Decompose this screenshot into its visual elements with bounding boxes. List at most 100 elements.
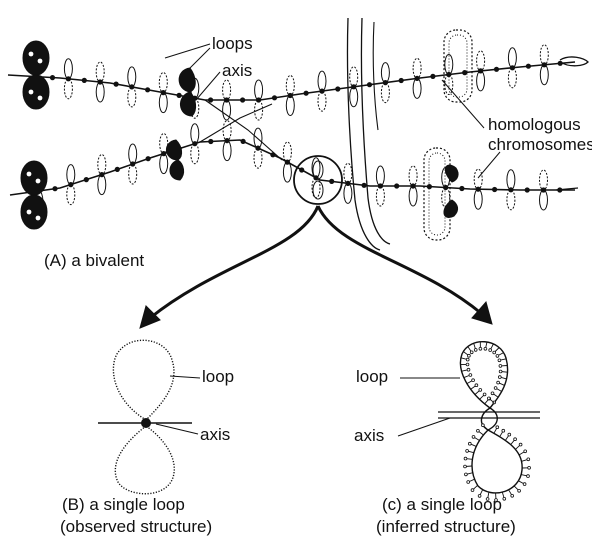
upper-axis-bead [240,97,245,102]
upper-lateral-loop [128,87,136,107]
upper-lateral-loop [64,59,72,79]
axis-label-a: axis [222,61,252,80]
panel-c-caption-1: (c) a single loop [382,495,502,514]
lower-axis-bead [115,167,120,172]
upper-lateral-loop [413,78,421,98]
panel-b-upper-lobe [113,340,174,420]
panel-c-fibril-tip [470,351,473,354]
upper-axis-bead [82,78,87,83]
lower-lateral-loop [67,185,75,205]
loops-label: loops [212,34,253,53]
lower-axis-bead [492,187,497,192]
panel-c-fibril-tip [474,349,477,352]
panel-c-fibril-tip [467,368,470,371]
upper-axis-bead [430,74,435,79]
panel-c-fibril-tip [499,370,502,373]
lower-lateral-loop [507,170,515,190]
upper-axis-beads [34,61,563,103]
upper-axis-bead [50,75,55,80]
panel-b-caption-2: (observed structure) [60,517,212,536]
panel-c-fibril-tip [496,355,499,358]
panel-c-fibril-tip [496,426,499,429]
homologous-label: homologous [488,115,581,134]
lower-lateral-loop [409,166,417,186]
panel-c-fibril-tip [498,359,501,362]
panel-b-loop-drawing [98,340,200,493]
lower-lateral-loop [409,186,417,206]
lower-axis-bead [362,183,367,188]
chiasma-line-2 [200,104,272,142]
lower-lateral-loop [191,144,199,164]
upper-lateral-loop [477,51,485,71]
panel-b-axis-label: axis [200,425,230,444]
upper-axis-bead [272,95,277,100]
panel-c-fibril-tip [528,466,531,469]
lower-axis-bead [525,187,530,192]
panel-c-fibril-tip [524,450,527,453]
upper-lateral-loop [64,79,72,99]
lower-axis-bead [146,156,151,161]
panel-c-fibril-tip [497,381,500,384]
panel-c-fibril-tip [464,465,467,468]
panel-c-fibril-tip [502,429,505,432]
lower-axis-bead [241,139,246,144]
panel-c-fibril-tip [472,436,475,439]
panel-c-axis-label: axis [354,426,384,445]
arrow-to-panel-c-head [472,302,492,324]
upper-lateral-loop [159,73,167,93]
upper-lateral-loop [508,48,516,68]
panel-c-fibril-tip [466,450,469,453]
upper-lateral-loop [286,76,294,96]
granular-loop-upper [444,30,472,102]
panel-c-fibril-tip [467,481,470,484]
panel-c-fibril-tip [475,384,478,387]
upper-axis-bead [145,87,150,92]
lower-lateral-loop [507,190,515,210]
lower-axis-bead [459,186,464,191]
upper-axis-bead [177,93,182,98]
upper-lateral-loop [223,80,231,100]
granular-loop-lower [424,148,450,240]
panel-c-fibril-tip [482,424,485,427]
panel-c-fibril-tip [484,347,487,350]
panel-c-fibril-tip [477,429,480,432]
panel-c-fibril-tip [466,363,469,366]
panel-c-fibril-tip [479,389,482,392]
upper-axis-bead [114,82,119,87]
upper-axis-bead [335,86,340,91]
upper-lateral-loop [159,93,167,113]
lower-axis-bead [84,177,89,182]
right-dark-loop-pair [444,165,458,217]
upper-axis-bead [494,67,499,72]
panel-c-fibril-tip [465,473,468,476]
upper-lateral-loop [318,91,326,111]
upper-axis-bead [304,91,309,96]
lower-lateral-loop [474,169,482,189]
upper-axis-bead [367,82,372,87]
panel-c-fibril-tip [514,438,517,441]
panel-c-fibril-tip [523,483,526,486]
upper-lateral-loop [96,62,104,82]
upper-lateral-loop [350,67,358,87]
panel-c-fibril-tip [498,376,501,379]
panel-c-fibril-tip [494,387,497,390]
upper-lateral-loop [477,71,485,91]
lower-axis-bead [427,184,432,189]
vertical-segment-3 [373,22,378,130]
panel-c-fibril-tip [519,443,522,446]
panel-c-fibril-tip [471,489,474,492]
panel-c-fibril-tip [503,497,506,500]
panel-b-lower-lobe [115,426,174,494]
upper-lateral-loop [540,65,548,85]
panel-c-caption-2: (inferred structure) [376,517,516,536]
lower-lateral-loop [540,190,548,210]
upper-lateral-loop [350,87,358,107]
lower-axis-bead [52,186,57,191]
lower-axis-bead [299,167,304,172]
upper-lateral-loop [540,45,548,65]
panel-c-fibril-tip [493,351,496,354]
chromosomes-label-text: chromosomes [488,135,592,154]
chiasma-line-1 [205,100,282,160]
upper-lateral-loop [318,71,326,91]
upper-lateral-loop [508,68,516,88]
